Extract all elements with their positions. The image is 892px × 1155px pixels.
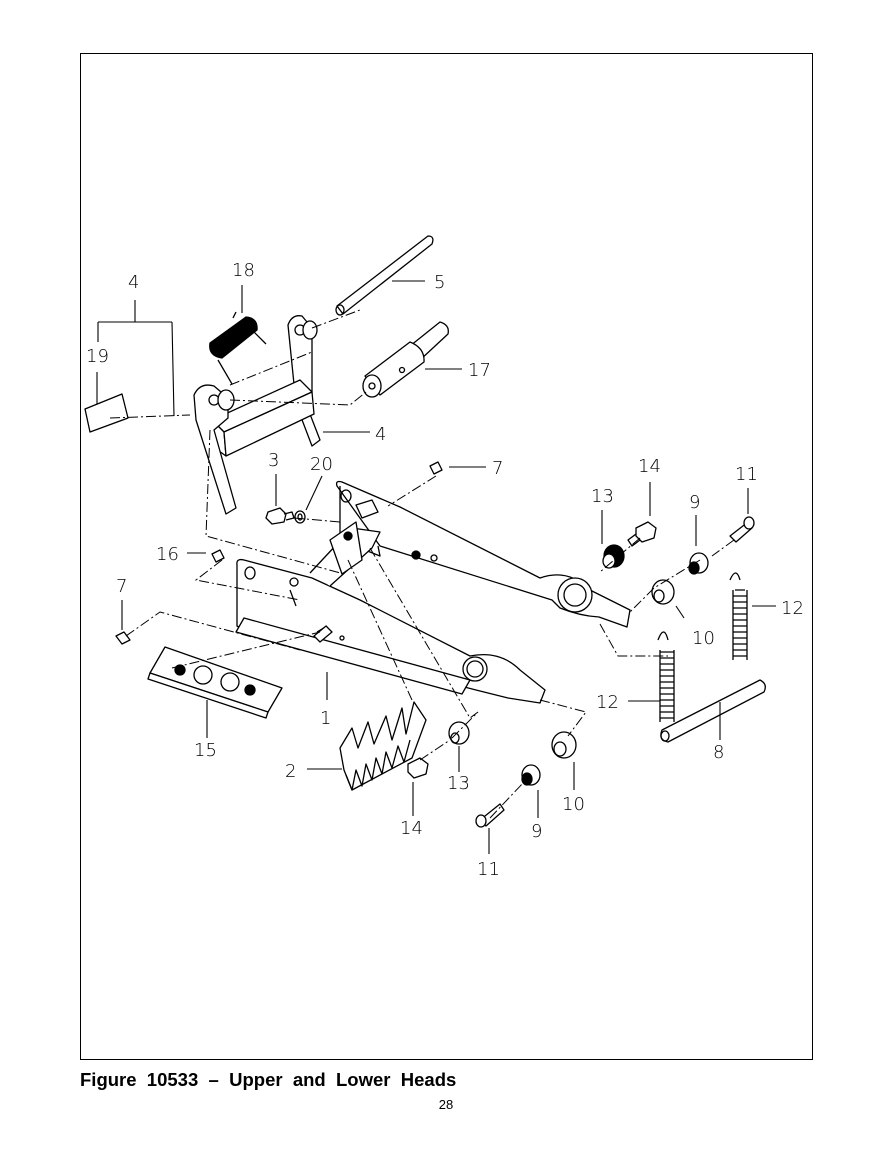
washer-20-part: [294, 510, 306, 524]
collar-13-top-part: [602, 544, 625, 569]
bolt-14-top-part: [627, 521, 657, 547]
callout-9-bottom: 9: [531, 821, 542, 842]
callout-10-top: 10: [692, 628, 715, 649]
figure-frame: [80, 53, 813, 1060]
callout-15: 15: [194, 740, 217, 761]
callout-13-bottom: 13: [447, 773, 470, 794]
stepped-pin-part: [362, 321, 449, 398]
callout-12-right: 12: [781, 598, 804, 619]
head-frame-part: [235, 480, 631, 704]
callout-13-top: 13: [591, 486, 614, 507]
screw-3-part: [265, 507, 295, 525]
spring-12-left-part: [657, 631, 675, 722]
shaft-part: [335, 235, 434, 316]
callout-7-top: 7: [492, 458, 503, 479]
callout-17: 17: [468, 360, 491, 381]
shaft-8-part: [660, 679, 766, 743]
callout-3: 3: [268, 450, 279, 471]
callout-14-top: 14: [638, 456, 661, 477]
bolt-11-bottom-part: [475, 803, 505, 828]
page-number: 28: [438, 1097, 454, 1112]
callout-20: 20: [310, 454, 333, 475]
callout-7-left: 7: [116, 576, 127, 597]
assembly-lines: [109, 309, 735, 819]
roller-10-bottom-part: [551, 731, 577, 759]
bolt-11-top-part: [729, 516, 755, 543]
callout-10-bottom: 10: [562, 794, 585, 815]
callout-14-bottom: 14: [400, 818, 423, 839]
screw-7-top-part: [429, 461, 443, 475]
callout-16: 16: [156, 544, 179, 565]
collar-13-bottom-part: [448, 721, 470, 745]
screw-7-left-part: [115, 631, 131, 645]
callout-11-top: 11: [735, 464, 758, 485]
callout-12-left: 12: [596, 692, 619, 713]
callout-19: 19: [86, 346, 109, 367]
bushing-9-bottom-part: [521, 764, 541, 786]
callout-11-bottom: 11: [477, 859, 500, 880]
callout-4-right: 4: [375, 424, 386, 445]
bolt-14-bottom-part: [407, 757, 429, 779]
leader-lines: [96, 280, 776, 854]
figure-caption: Figure 10533 – Upper and Lower Heads: [80, 1069, 457, 1090]
spring-12-right-part: [729, 572, 748, 660]
callout-numbers: 4 18 5 19 17 4 3 20 7 14 11 13 9 16 7 12…: [86, 260, 804, 880]
callout-9-top: 9: [689, 492, 700, 513]
label-plate-part: [84, 393, 129, 433]
upper-bracket-part: [193, 315, 321, 515]
roller-10-top-part: [651, 579, 675, 605]
callout-18: 18: [232, 260, 255, 281]
bushing-9-top-part: [688, 552, 709, 575]
plate-15-part: [147, 646, 283, 719]
screw-16-part: [211, 549, 225, 563]
callout-1: 1: [320, 708, 331, 729]
spring-18-part: [209, 311, 267, 385]
callout-5: 5: [434, 272, 445, 293]
blade-2-part: [339, 701, 427, 791]
callout-2: 2: [285, 761, 296, 782]
callout-8: 8: [713, 742, 724, 763]
callout-4-top: 4: [128, 272, 139, 293]
pin-near-frame-part: [313, 625, 333, 643]
